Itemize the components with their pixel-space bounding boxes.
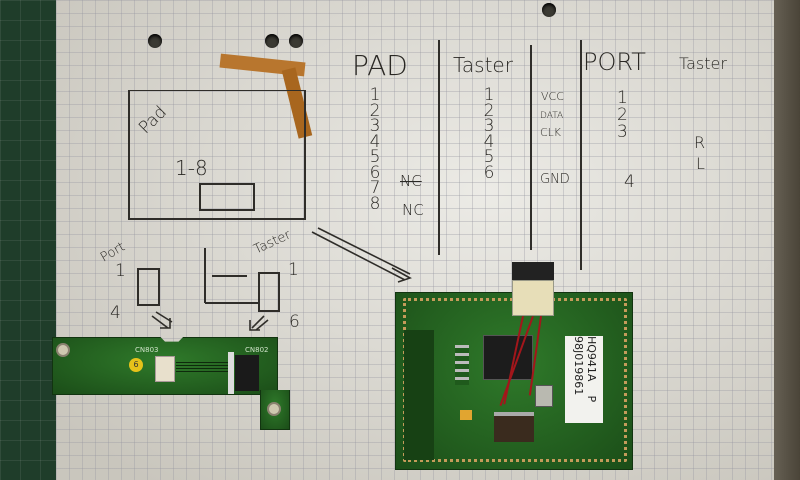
pad-connector-sketch — [199, 183, 255, 211]
capacitor — [460, 410, 472, 420]
pad-sketch-range: 1-8 — [175, 156, 208, 180]
pad-pin: 5 — [369, 147, 381, 167]
button-left-label: L — [696, 154, 705, 173]
taster-header: Taster — [453, 53, 513, 77]
column-divider — [580, 40, 582, 270]
fpc-latch — [228, 352, 234, 394]
pin-row — [455, 345, 469, 385]
label-serial: 98J019861 — [572, 336, 585, 396]
port-connector-sketch — [137, 268, 160, 306]
pad-pin: 6 — [369, 162, 381, 183]
sketch-line — [204, 248, 206, 303]
column-divider — [530, 45, 532, 250]
sketch-line — [205, 302, 260, 304]
pad-pin: 4 — [369, 131, 381, 152]
pad-nc-label: NC — [402, 201, 424, 219]
pin-header-top — [512, 262, 554, 280]
taster-pin: 4 — [483, 131, 495, 152]
signal-gnd: GND — [540, 172, 570, 187]
port-header: PORT — [583, 48, 646, 76]
table-surface — [770, 0, 800, 480]
taster-sketch-pin6: 6 — [289, 312, 300, 332]
port-pin: 2 — [617, 105, 628, 125]
pin-header-socket — [512, 280, 554, 316]
column-divider — [438, 40, 440, 255]
port-pin: 3 — [617, 122, 628, 142]
pad-pin: 7 — [369, 178, 381, 198]
paper-hole — [289, 34, 303, 48]
paper-hole — [148, 34, 162, 48]
signal-clk: CLK — [540, 126, 562, 139]
board-label: HQ941A P 98J019861 — [565, 336, 603, 423]
label-part-number: HQ941A — [585, 336, 598, 382]
pad-sketch-outline — [128, 90, 306, 220]
taster-pin: 2 — [483, 100, 495, 121]
pcb-traces — [176, 362, 230, 374]
controller-chip — [483, 335, 533, 380]
taster-connector-sketch — [258, 272, 280, 312]
connector-label-cn803: CN803 — [135, 346, 159, 354]
port-sketch-pin4: 4 — [110, 303, 121, 323]
arrow-icon — [249, 315, 269, 331]
crystal — [535, 385, 553, 407]
sticker: 6 — [129, 358, 143, 372]
paper-hole — [542, 3, 556, 17]
arrow-icon — [311, 227, 412, 283]
arrow-icon — [151, 311, 173, 329]
pad-pin: 2 — [369, 100, 381, 121]
taster2-header: Taster — [679, 54, 727, 73]
taster-sketch-pin1: 1 — [288, 260, 299, 280]
port-pin: 1 — [617, 88, 628, 108]
label-suffix: P — [585, 395, 598, 403]
mounting-hole — [56, 343, 70, 357]
board-label-text: HQ941A P 98J019861 — [572, 336, 598, 426]
taster-pin: 3 — [483, 116, 495, 136]
taster-pin: 5 — [483, 147, 495, 167]
pad-pin: 8 — [369, 193, 381, 214]
taster-pin: 1 — [483, 85, 495, 105]
button-board-tab — [260, 390, 290, 430]
taster-pin-list: 1 2 3 4 5 6 — [482, 85, 496, 183]
port-pin: 4 — [624, 172, 635, 192]
sketch-line — [212, 275, 247, 277]
ground-plane — [404, 330, 434, 460]
pad-pin: 1 — [369, 85, 381, 105]
pad-header: PAD — [352, 49, 408, 82]
signal-data: DATA — [540, 111, 564, 121]
port-connector — [155, 356, 175, 382]
taster-connector — [235, 355, 259, 391]
taster-pin: 6 — [483, 162, 495, 183]
pad-pin: 3 — [369, 116, 381, 136]
connector-label-cn802: CN802 — [245, 346, 269, 354]
port-sketch-pin1: 1 — [115, 261, 126, 281]
signal-vcc: VCC — [541, 90, 564, 103]
fpc-connector — [494, 412, 534, 442]
pad-nc-label: NC — [400, 172, 422, 190]
pad-pin-list: 1 2 3 4 5 6 7 8 — [368, 85, 382, 214]
button-right-label: R — [694, 133, 706, 152]
paper-hole — [265, 34, 279, 48]
mounting-hole — [267, 402, 281, 416]
